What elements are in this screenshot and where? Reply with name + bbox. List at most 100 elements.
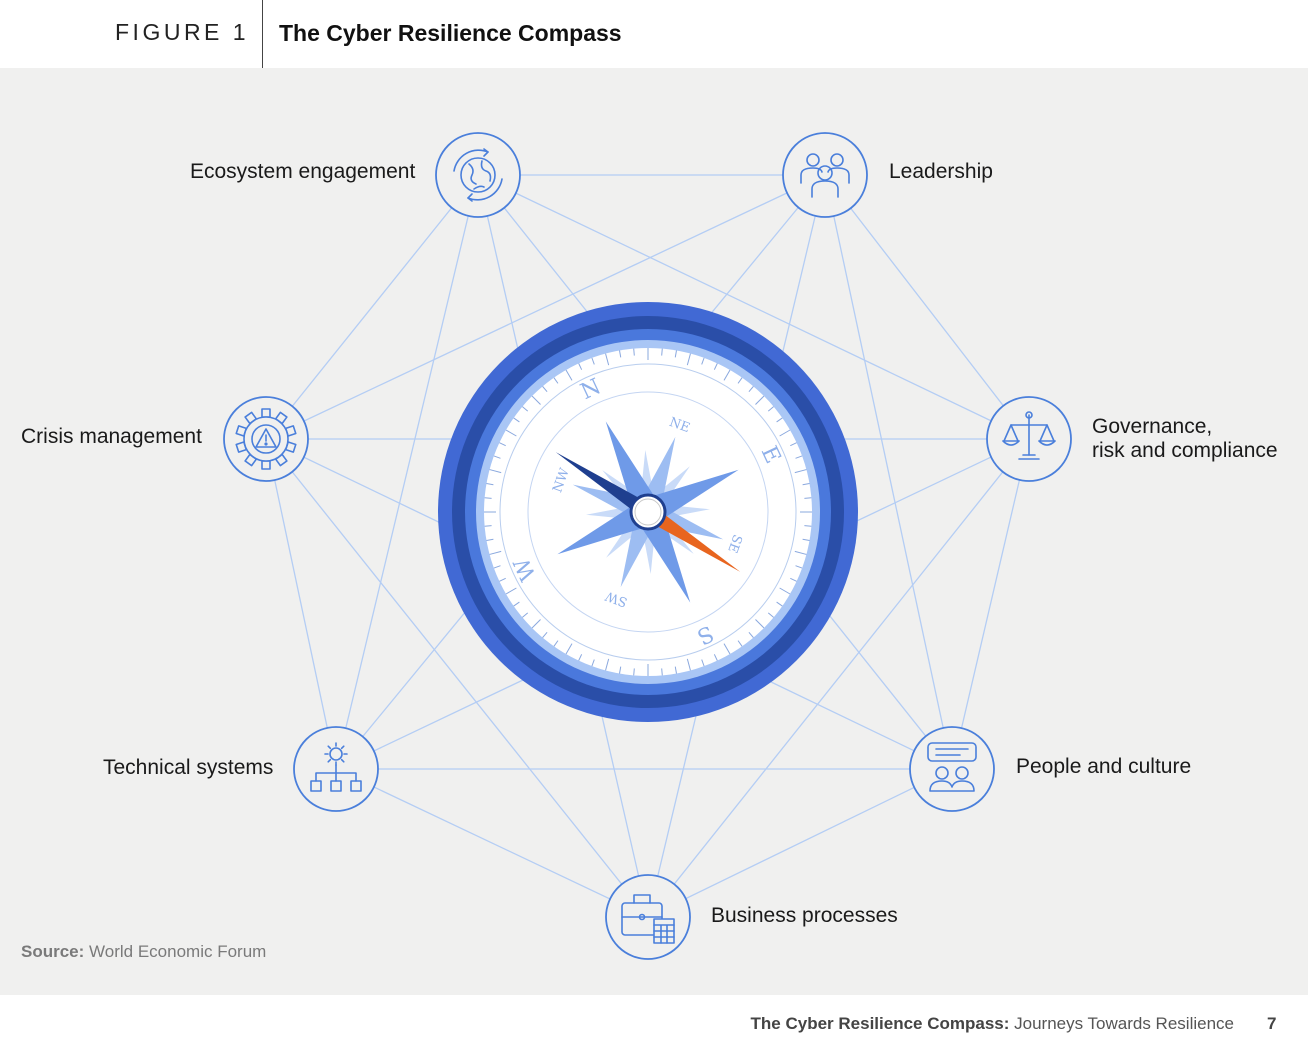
connector-line (824, 174, 953, 770)
compass-tick (674, 350, 677, 358)
compass-tick (578, 363, 583, 370)
footer-subtitle: Journeys Towards Resilience (1014, 1014, 1234, 1033)
compass-tick (804, 525, 812, 527)
compass-tick (565, 643, 573, 655)
node-circle-ecosystem (435, 132, 521, 218)
connector-line (824, 174, 1030, 440)
label-governance-line2: risk and compliance (1092, 439, 1278, 462)
compass-tick (633, 668, 635, 676)
source-prefix: Source: (21, 942, 85, 961)
compass-tick (531, 619, 541, 629)
compass-tick (493, 455, 501, 459)
connector-line (647, 438, 1030, 918)
compass-tick (619, 350, 622, 358)
compass-tick (674, 666, 677, 674)
compass-tick (633, 348, 635, 356)
compass-tick (499, 577, 506, 582)
connector-line (951, 438, 1030, 770)
compass-tick (591, 357, 595, 365)
label-crisis-management: Crisis management (21, 425, 202, 448)
label-governance-line1: Governance, (1092, 415, 1213, 438)
compass-tick (804, 497, 812, 499)
compass-tick (686, 353, 691, 366)
compass-tick (779, 587, 791, 595)
figure-label: FIGURE 1 (115, 19, 250, 45)
page-number: 7 (1267, 1014, 1277, 1033)
footer-title: The Cyber Resilience Compass: (750, 1014, 1010, 1033)
compass-tick (605, 658, 610, 671)
globe-refresh-icon (453, 148, 503, 202)
compass-tick (802, 538, 810, 541)
compass-tick (605, 353, 610, 366)
compass-tick (776, 417, 783, 423)
chat-people-icon (927, 742, 977, 792)
needle-south-half (643, 505, 741, 572)
compass-tick (776, 601, 783, 607)
connector-line (647, 768, 953, 918)
label-technical-systems: Technical systems (103, 756, 274, 779)
compass-tick (522, 406, 529, 412)
compass-tick (553, 377, 559, 384)
connector-line (265, 438, 649, 918)
compass-tick (542, 386, 548, 393)
gear-warning-icon (235, 408, 297, 470)
compass-tick (661, 668, 663, 676)
compass-tick (794, 550, 807, 555)
compass-tick (755, 619, 765, 629)
compass-tick (553, 640, 559, 647)
compass-intercardinal-label: NE (667, 415, 692, 436)
source-text: World Economic Forum (89, 942, 267, 961)
compass-tick (723, 369, 731, 381)
compass-tick (542, 631, 548, 638)
compass-tick (486, 538, 494, 541)
compass-tick (748, 386, 754, 393)
figure-title: The Cyber Resilience Compass (279, 20, 622, 46)
compass-tick (619, 666, 622, 674)
label-people-and-culture: People and culture (1016, 755, 1192, 778)
compass-ticks (484, 348, 812, 676)
compass-tick (499, 442, 506, 447)
compass-tick (486, 483, 494, 486)
compass-tick (513, 601, 520, 607)
needle-north-half (555, 452, 653, 519)
source-note: Source: World Economic Forum (21, 942, 266, 962)
node-circles (223, 132, 1072, 960)
compass-needle (555, 452, 741, 572)
label-governance: Governance, risk and compliance (1092, 415, 1278, 463)
connector-line (265, 174, 826, 440)
compass-intercardinal-label: SE (724, 532, 744, 554)
compass-tick (531, 395, 541, 405)
compass-tick (701, 357, 705, 365)
gear-network-icon (310, 742, 362, 792)
compass-tick (723, 643, 731, 655)
compass-tick (713, 654, 718, 661)
compass-tick (484, 497, 492, 499)
compass-tick (661, 348, 663, 356)
connector-line (477, 174, 1030, 440)
compass-tick (748, 631, 754, 638)
node-circle-people (909, 726, 995, 812)
connector-line (265, 438, 337, 770)
compass-inner-circle-2 (527, 391, 769, 633)
compass-tick (713, 363, 718, 370)
compass-tick (701, 659, 705, 667)
compass-tick (779, 429, 791, 437)
connector-line (335, 174, 479, 770)
compass-tick (755, 395, 765, 405)
connector-line (265, 174, 479, 440)
compass-tick (686, 658, 691, 671)
compass-tick (493, 565, 501, 569)
compass-tick (794, 469, 807, 474)
compass-tick (505, 429, 517, 437)
compass-tick (767, 612, 774, 618)
page-footer: The Cyber Resilience Compass: Journeys T… (751, 1014, 1234, 1034)
scales-icon (1002, 411, 1056, 460)
compass-tick (767, 406, 774, 412)
compass-intercardinal-label: SW (603, 587, 630, 609)
compass-inner-circle (499, 363, 797, 661)
node-circle-leadership (782, 132, 868, 218)
compass-tick (489, 550, 502, 555)
briefcase-calculator-icon (621, 894, 675, 944)
